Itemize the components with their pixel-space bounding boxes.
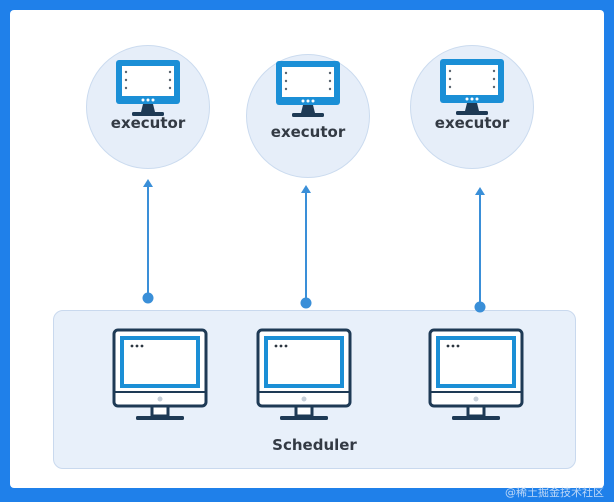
executor-monitor-icon-2 [276, 61, 340, 117]
connector-3 [474, 187, 486, 313]
executor-label-3: executor [434, 114, 510, 132]
executor-node-3: executor [410, 45, 534, 169]
scheduler-monitor-icon-3 [428, 328, 524, 422]
scheduler-monitor-icon-1 [112, 328, 208, 422]
executor-label-1: executor [110, 114, 186, 132]
scheduler-label: Scheduler [272, 436, 357, 454]
executor-label-2: executor [270, 123, 346, 141]
scheduler-monitor-icon-2 [256, 328, 352, 422]
connector-1 [142, 179, 154, 304]
executor-monitor-icon-1 [116, 60, 180, 116]
executor-monitor-icon-3 [440, 59, 504, 115]
connector-2 [300, 185, 312, 309]
watermark: @稀土掘金技术社区 [505, 486, 604, 499]
